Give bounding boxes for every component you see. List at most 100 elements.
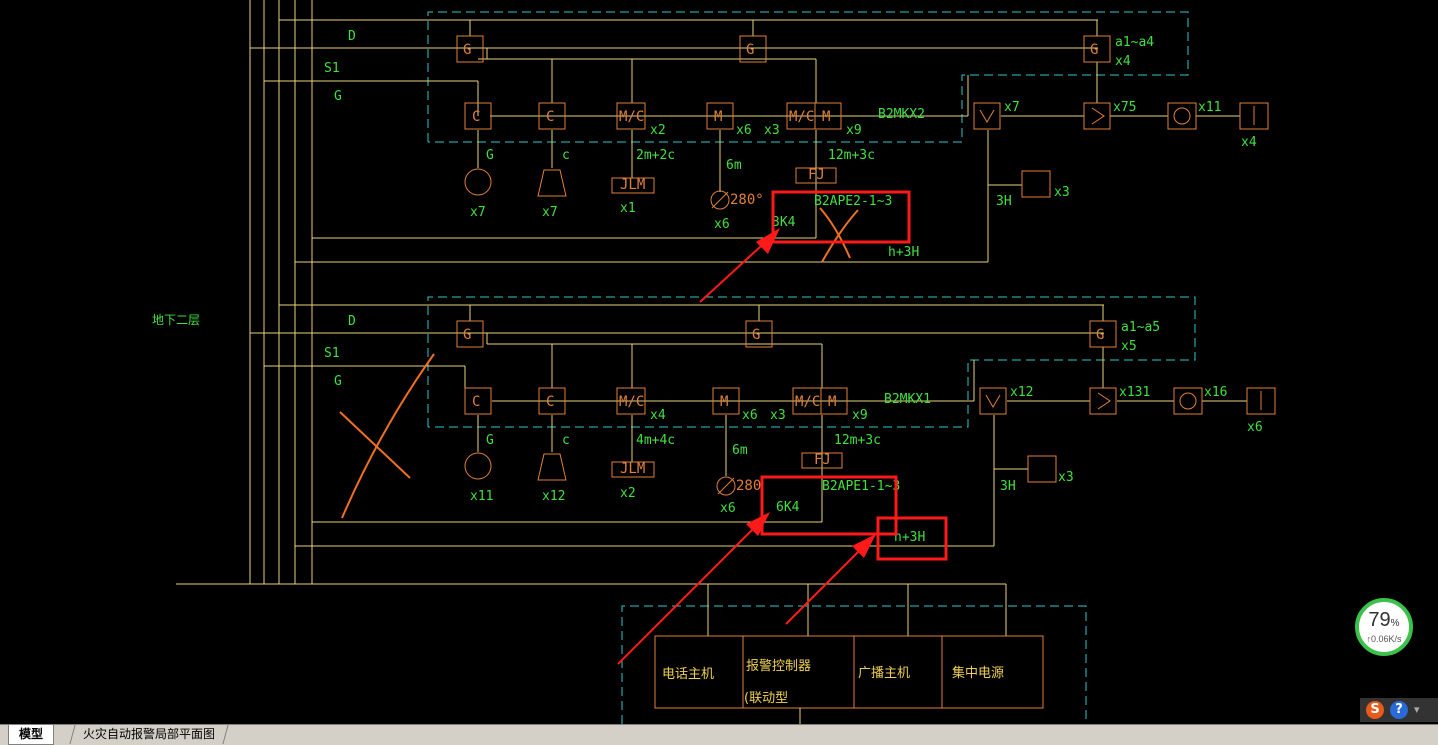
- svg-text:M: M: [828, 394, 836, 410]
- central-power-label: 集中电源: [952, 665, 1004, 681]
- svg-text:x4: x4: [650, 408, 666, 423]
- svg-text:x75: x75: [1113, 100, 1136, 115]
- svg-text:FJ: FJ: [814, 452, 831, 468]
- svg-text:x7: x7: [542, 205, 558, 220]
- tab-model[interactable]: 模型: [8, 725, 55, 745]
- svg-text:D: D: [348, 314, 356, 329]
- upper-text: D S1 G G G G a1~a4 x4 C C M/C M M/C M x2…: [324, 29, 1257, 260]
- control-room: 电话主机 报警控制器 (联动型 广播主机 集中电源: [621, 584, 1087, 724]
- svg-text:2m+2c: 2m+2c: [636, 148, 675, 163]
- svg-text:x11: x11: [470, 489, 493, 504]
- svg-text:x6: x6: [720, 501, 736, 516]
- network-percent: 79%: [1368, 609, 1400, 631]
- svg-text:x3: x3: [1054, 185, 1070, 200]
- svg-text:x2: x2: [650, 123, 666, 138]
- svg-text:x9: x9: [852, 408, 868, 423]
- riser-lines: [176, 0, 1006, 585]
- svg-text:S1: S1: [324, 61, 340, 76]
- menu-arrow-icon[interactable]: ▾: [1414, 703, 1420, 716]
- svg-text:G: G: [334, 374, 342, 389]
- svg-text:C: C: [472, 394, 480, 410]
- svg-text:M/C: M/C: [619, 109, 644, 125]
- svg-text:x3: x3: [764, 123, 780, 138]
- svg-text:G: G: [486, 148, 494, 163]
- network-monitor-widget[interactable]: 79% ↑0.06K/s: [1355, 598, 1413, 656]
- svg-text:x131: x131: [1119, 385, 1150, 400]
- svg-text:M/C: M/C: [789, 109, 814, 125]
- svg-text:x7: x7: [470, 205, 486, 220]
- svg-text:280°: 280°: [730, 192, 764, 208]
- svg-text:3H: 3H: [1000, 479, 1016, 494]
- svg-text:x1: x1: [620, 201, 636, 216]
- svg-text:JLM: JLM: [620, 461, 645, 477]
- svg-text:x6: x6: [736, 123, 752, 138]
- svg-text:x4: x4: [1115, 54, 1131, 69]
- floor-label: 地下二层: [152, 313, 200, 327]
- svg-text:G: G: [1096, 327, 1104, 343]
- svg-text:12m+3c: 12m+3c: [828, 148, 875, 163]
- svg-text:G: G: [1090, 42, 1098, 58]
- lower-devices: [456, 320, 1276, 496]
- svg-text:S1: S1: [324, 346, 340, 361]
- layout-tab-bar: 模型 火灾自动报警局部平面图: [0, 724, 1438, 745]
- svg-text:G: G: [752, 327, 760, 343]
- svg-text:D: D: [348, 29, 356, 44]
- svg-text:c: c: [562, 433, 570, 448]
- svg-text:x9: x9: [846, 123, 862, 138]
- svg-text:JLM: JLM: [620, 177, 645, 193]
- orange-markups: [339, 207, 859, 519]
- svg-text:B2APE1-1~3: B2APE1-1~3: [822, 479, 900, 494]
- svg-text:12m+3c: 12m+3c: [834, 433, 881, 448]
- svg-text:M: M: [714, 109, 722, 125]
- svg-text:h+3H: h+3H: [894, 530, 925, 545]
- svg-text:B2MKX2: B2MKX2: [878, 107, 925, 122]
- svg-text:G: G: [463, 42, 471, 58]
- svg-text:x6: x6: [1247, 420, 1263, 435]
- svg-text:280: 280: [736, 478, 761, 494]
- svg-text:6m: 6m: [732, 443, 748, 458]
- svg-text:M/C: M/C: [795, 394, 820, 410]
- svg-text:a1~a4: a1~a4: [1115, 35, 1154, 50]
- svg-text:h+3H: h+3H: [888, 245, 919, 260]
- svg-text:M/C: M/C: [619, 394, 644, 410]
- svg-text:x11: x11: [1198, 100, 1221, 115]
- sogou-icon[interactable]: S: [1366, 701, 1384, 719]
- upper-devices: [456, 35, 1269, 210]
- svg-text:x12: x12: [542, 489, 565, 504]
- svg-text:x4: x4: [1241, 135, 1257, 150]
- help-icon[interactable]: ?: [1390, 701, 1408, 719]
- svg-text:x6: x6: [742, 408, 758, 423]
- svg-text:B2APE2-1~3: B2APE2-1~3: [814, 194, 892, 209]
- svg-text:x16: x16: [1204, 385, 1227, 400]
- svg-text:C: C: [546, 109, 554, 125]
- svg-text:x2: x2: [620, 486, 636, 501]
- svg-text:G: G: [334, 89, 342, 104]
- lower-text: D S1 G G G G a1~a5 x5 C C M/C M M/C M x4…: [324, 314, 1263, 545]
- svg-text:C: C: [546, 394, 554, 410]
- tab-layout[interactable]: 火灾自动报警局部平面图: [69, 725, 229, 744]
- svg-text:C: C: [472, 109, 480, 125]
- svg-text:G: G: [486, 433, 494, 448]
- svg-text:3H: 3H: [996, 194, 1012, 209]
- svg-text:3K4: 3K4: [772, 215, 796, 230]
- svg-text:6m: 6m: [726, 158, 742, 173]
- svg-text:x3: x3: [1058, 470, 1074, 485]
- alarm-controller-label: 报警控制器: [746, 658, 811, 674]
- cad-drawing-canvas[interactable]: 地下二层: [0, 0, 1438, 724]
- svg-text:G: G: [746, 42, 754, 58]
- svg-text:x12: x12: [1010, 385, 1033, 400]
- svg-text:4m+4c: 4m+4c: [636, 433, 675, 448]
- svg-text:x3: x3: [770, 408, 786, 423]
- svg-text:M: M: [822, 109, 830, 125]
- svg-text:B2MKX1: B2MKX1: [884, 392, 931, 407]
- red-annotations: [617, 190, 948, 665]
- svg-text:c: c: [562, 148, 570, 163]
- svg-text:G: G: [463, 327, 471, 343]
- ime-toolbar[interactable]: S ? ▾: [1360, 698, 1438, 722]
- alarm-controller-sub: (联动型: [744, 691, 788, 706]
- svg-text:a1~a5: a1~a5: [1121, 320, 1160, 335]
- upper-zone: [250, 11, 1240, 263]
- svg-text:FJ: FJ: [808, 167, 825, 183]
- network-speed: ↑0.06K/s: [1366, 634, 1402, 644]
- svg-text:x5: x5: [1121, 339, 1137, 354]
